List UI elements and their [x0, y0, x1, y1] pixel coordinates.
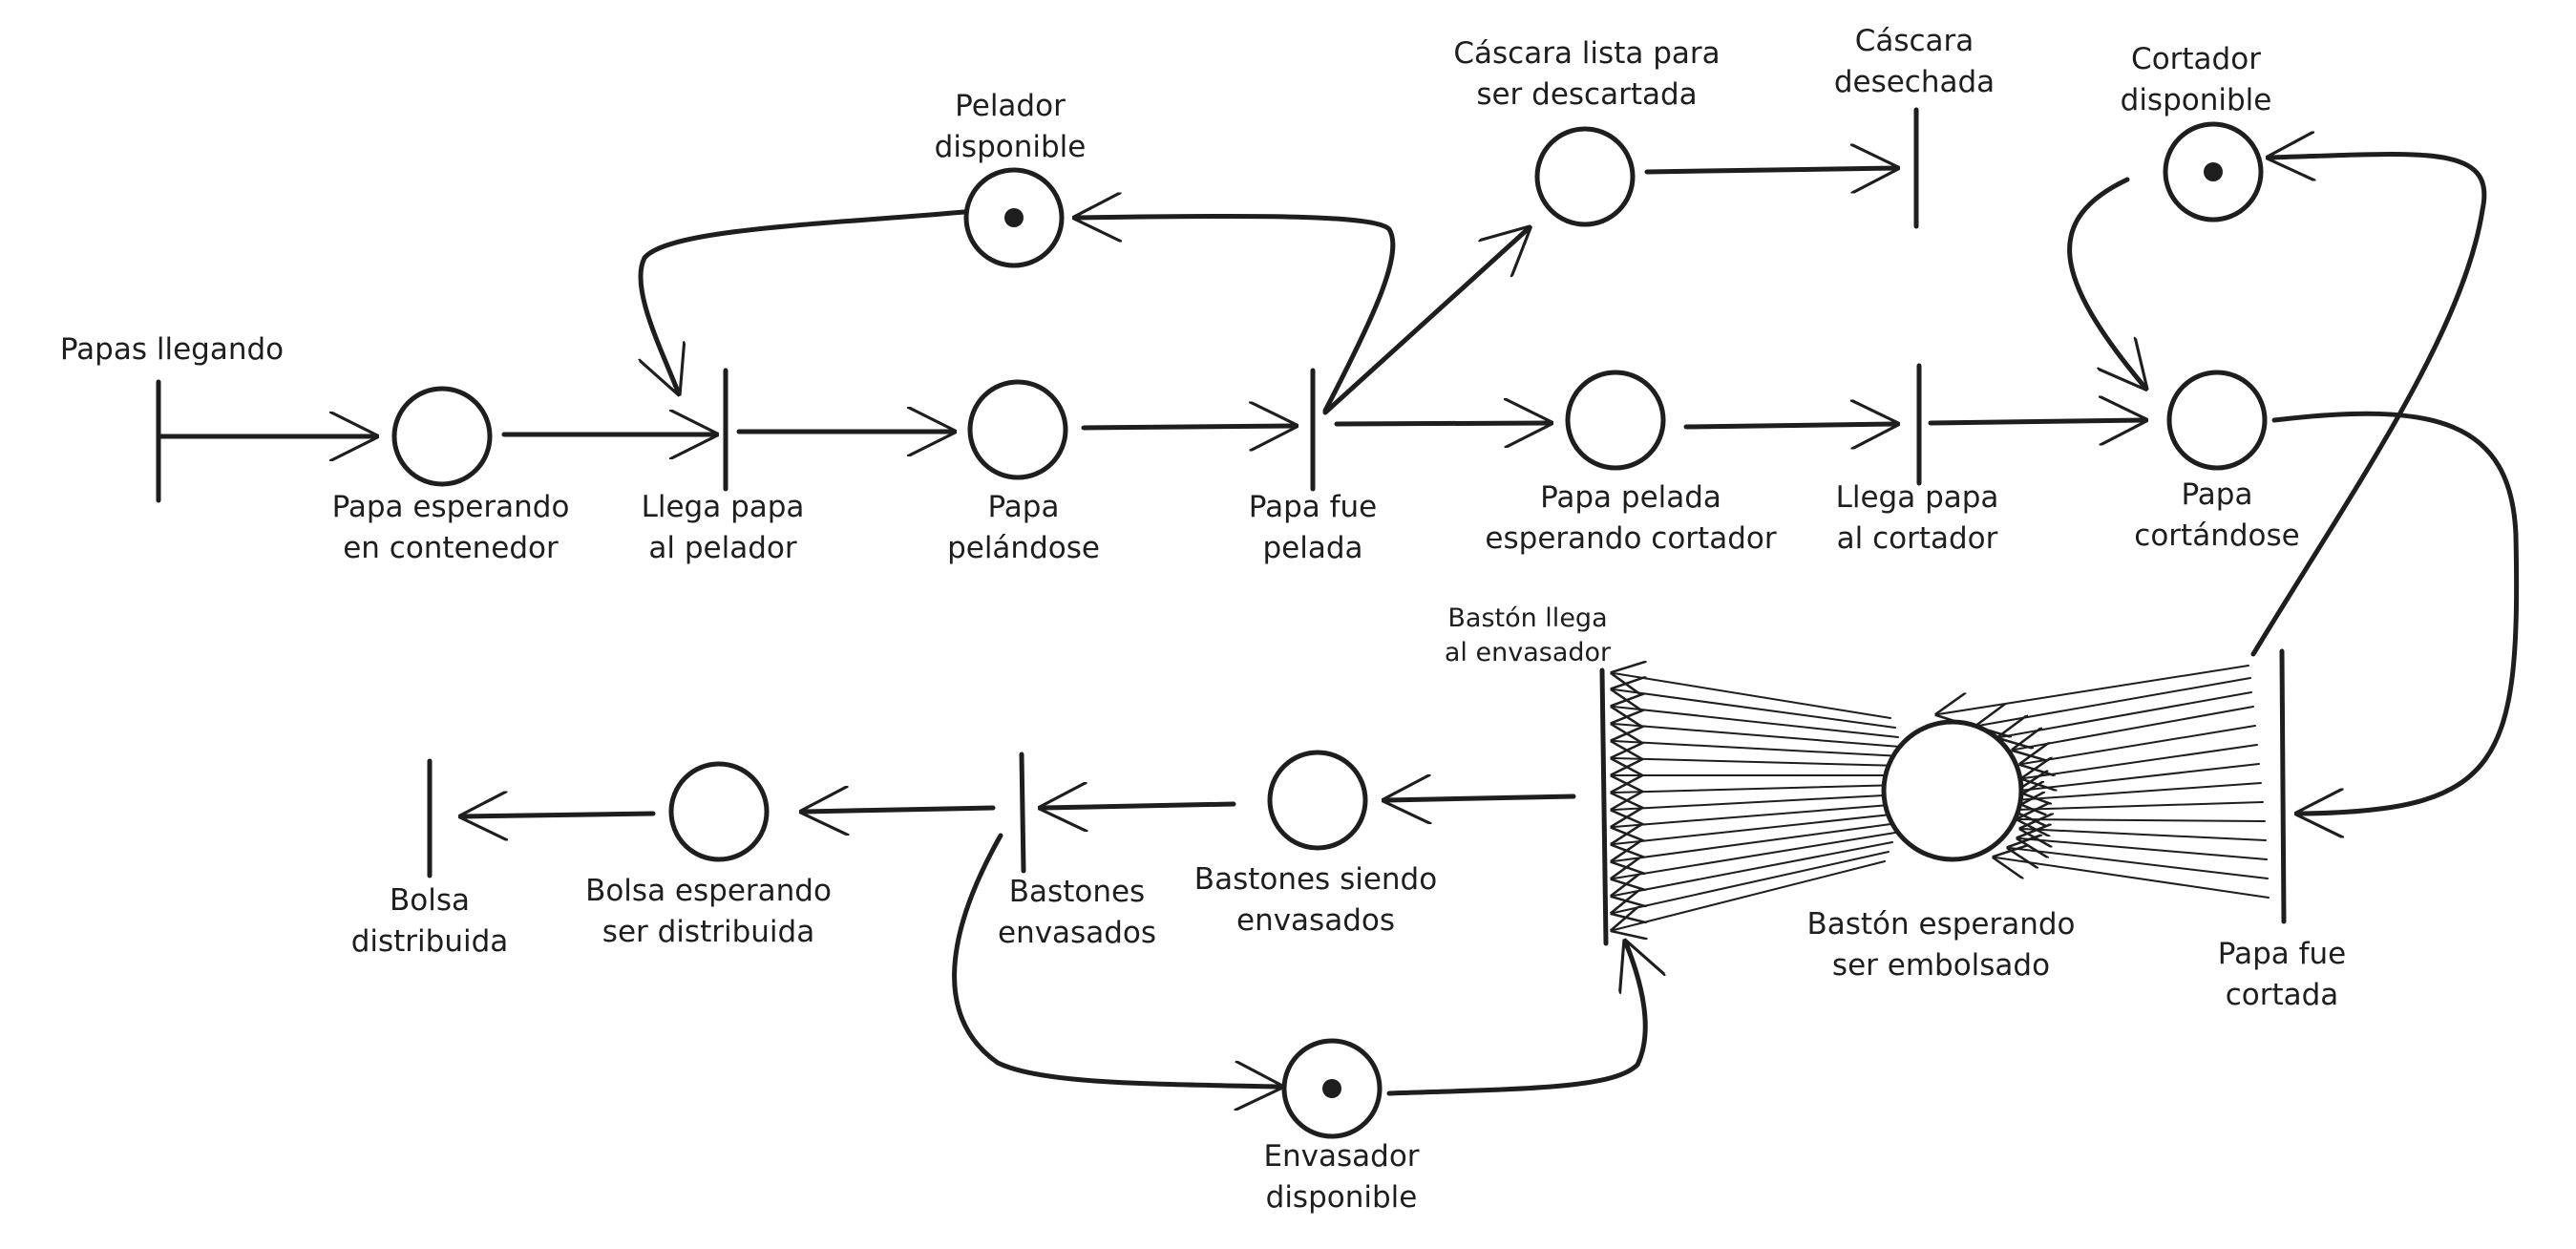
place-circle-cortandose	[2166, 370, 2268, 471]
token-pelador-disp	[1004, 208, 1024, 227]
arc-cortandose-to-fue-cortada	[2271, 411, 2520, 814]
transition-label-papas-llegando: Papas llegando	[59, 332, 285, 367]
places	[391, 121, 2268, 1139]
arc-pelador-disp-to-llega-pelador	[641, 209, 967, 392]
transition-bar-fue-cortada	[2279, 648, 2287, 924]
arc-fue-pelada-to-pelada-esperando	[1334, 423, 1549, 424]
token-cortador-disp	[2204, 162, 2223, 181]
arc-bolsa-esperando-to-distribuida	[463, 814, 656, 816]
arc-cascara-lista-to-desechada	[1644, 168, 1895, 172]
arc-envasador-disp-to-baston-llega	[1386, 943, 1645, 1096]
place-circle-pelandose	[967, 379, 1068, 480]
arc-baston-esperando-to-bastones-siendo	[1386, 796, 1576, 800]
arc-pelandose-to-fue-pelada	[1081, 426, 1294, 428]
arc-cortador-disp-to-cortandose	[2067, 177, 2144, 387]
transition-bar-baston-llega	[1599, 667, 1609, 946]
arc-llega-cortador-to-cortandose	[1928, 420, 2143, 423]
arcs-fue-cortada-to-baston-esperando	[1938, 665, 2270, 899]
arc-fue-cortada-to-cortador-disp	[2250, 154, 2487, 657]
arc-envasados-to-envasador-disp	[952, 833, 1279, 1087]
arc-envasados-to-bolsa-esperando	[804, 808, 996, 812]
arc-fue-pelada-to-cascara-lista	[1322, 229, 1528, 415]
transition-bar-bastones-envasados	[1019, 752, 1026, 874]
arcs	[158, 154, 2520, 1096]
tokens	[1004, 162, 2223, 1098]
place-circle-contenedor	[391, 386, 493, 487]
place-circle-pelada-esperando	[1565, 370, 1666, 471]
arc-bastones-siendo-to-envasados	[1043, 804, 1236, 808]
arc-fue-pelada-to-pelador-disp	[1077, 216, 1396, 413]
place-circle-bolsa-esperando	[668, 761, 770, 862]
arc-pelada-esperando-to-llega-cortador	[1683, 424, 1895, 427]
place-circle-cascara-lista	[1534, 126, 1636, 227]
token-envasador-disp	[1322, 1079, 1341, 1098]
place-circle-bastones-siendo	[1267, 750, 1368, 851]
place-circle-baston-esperando	[1881, 719, 2024, 862]
transitions	[156, 107, 2287, 946]
arcs-baston-esperando-to-baston-llega	[1614, 673, 1903, 930]
